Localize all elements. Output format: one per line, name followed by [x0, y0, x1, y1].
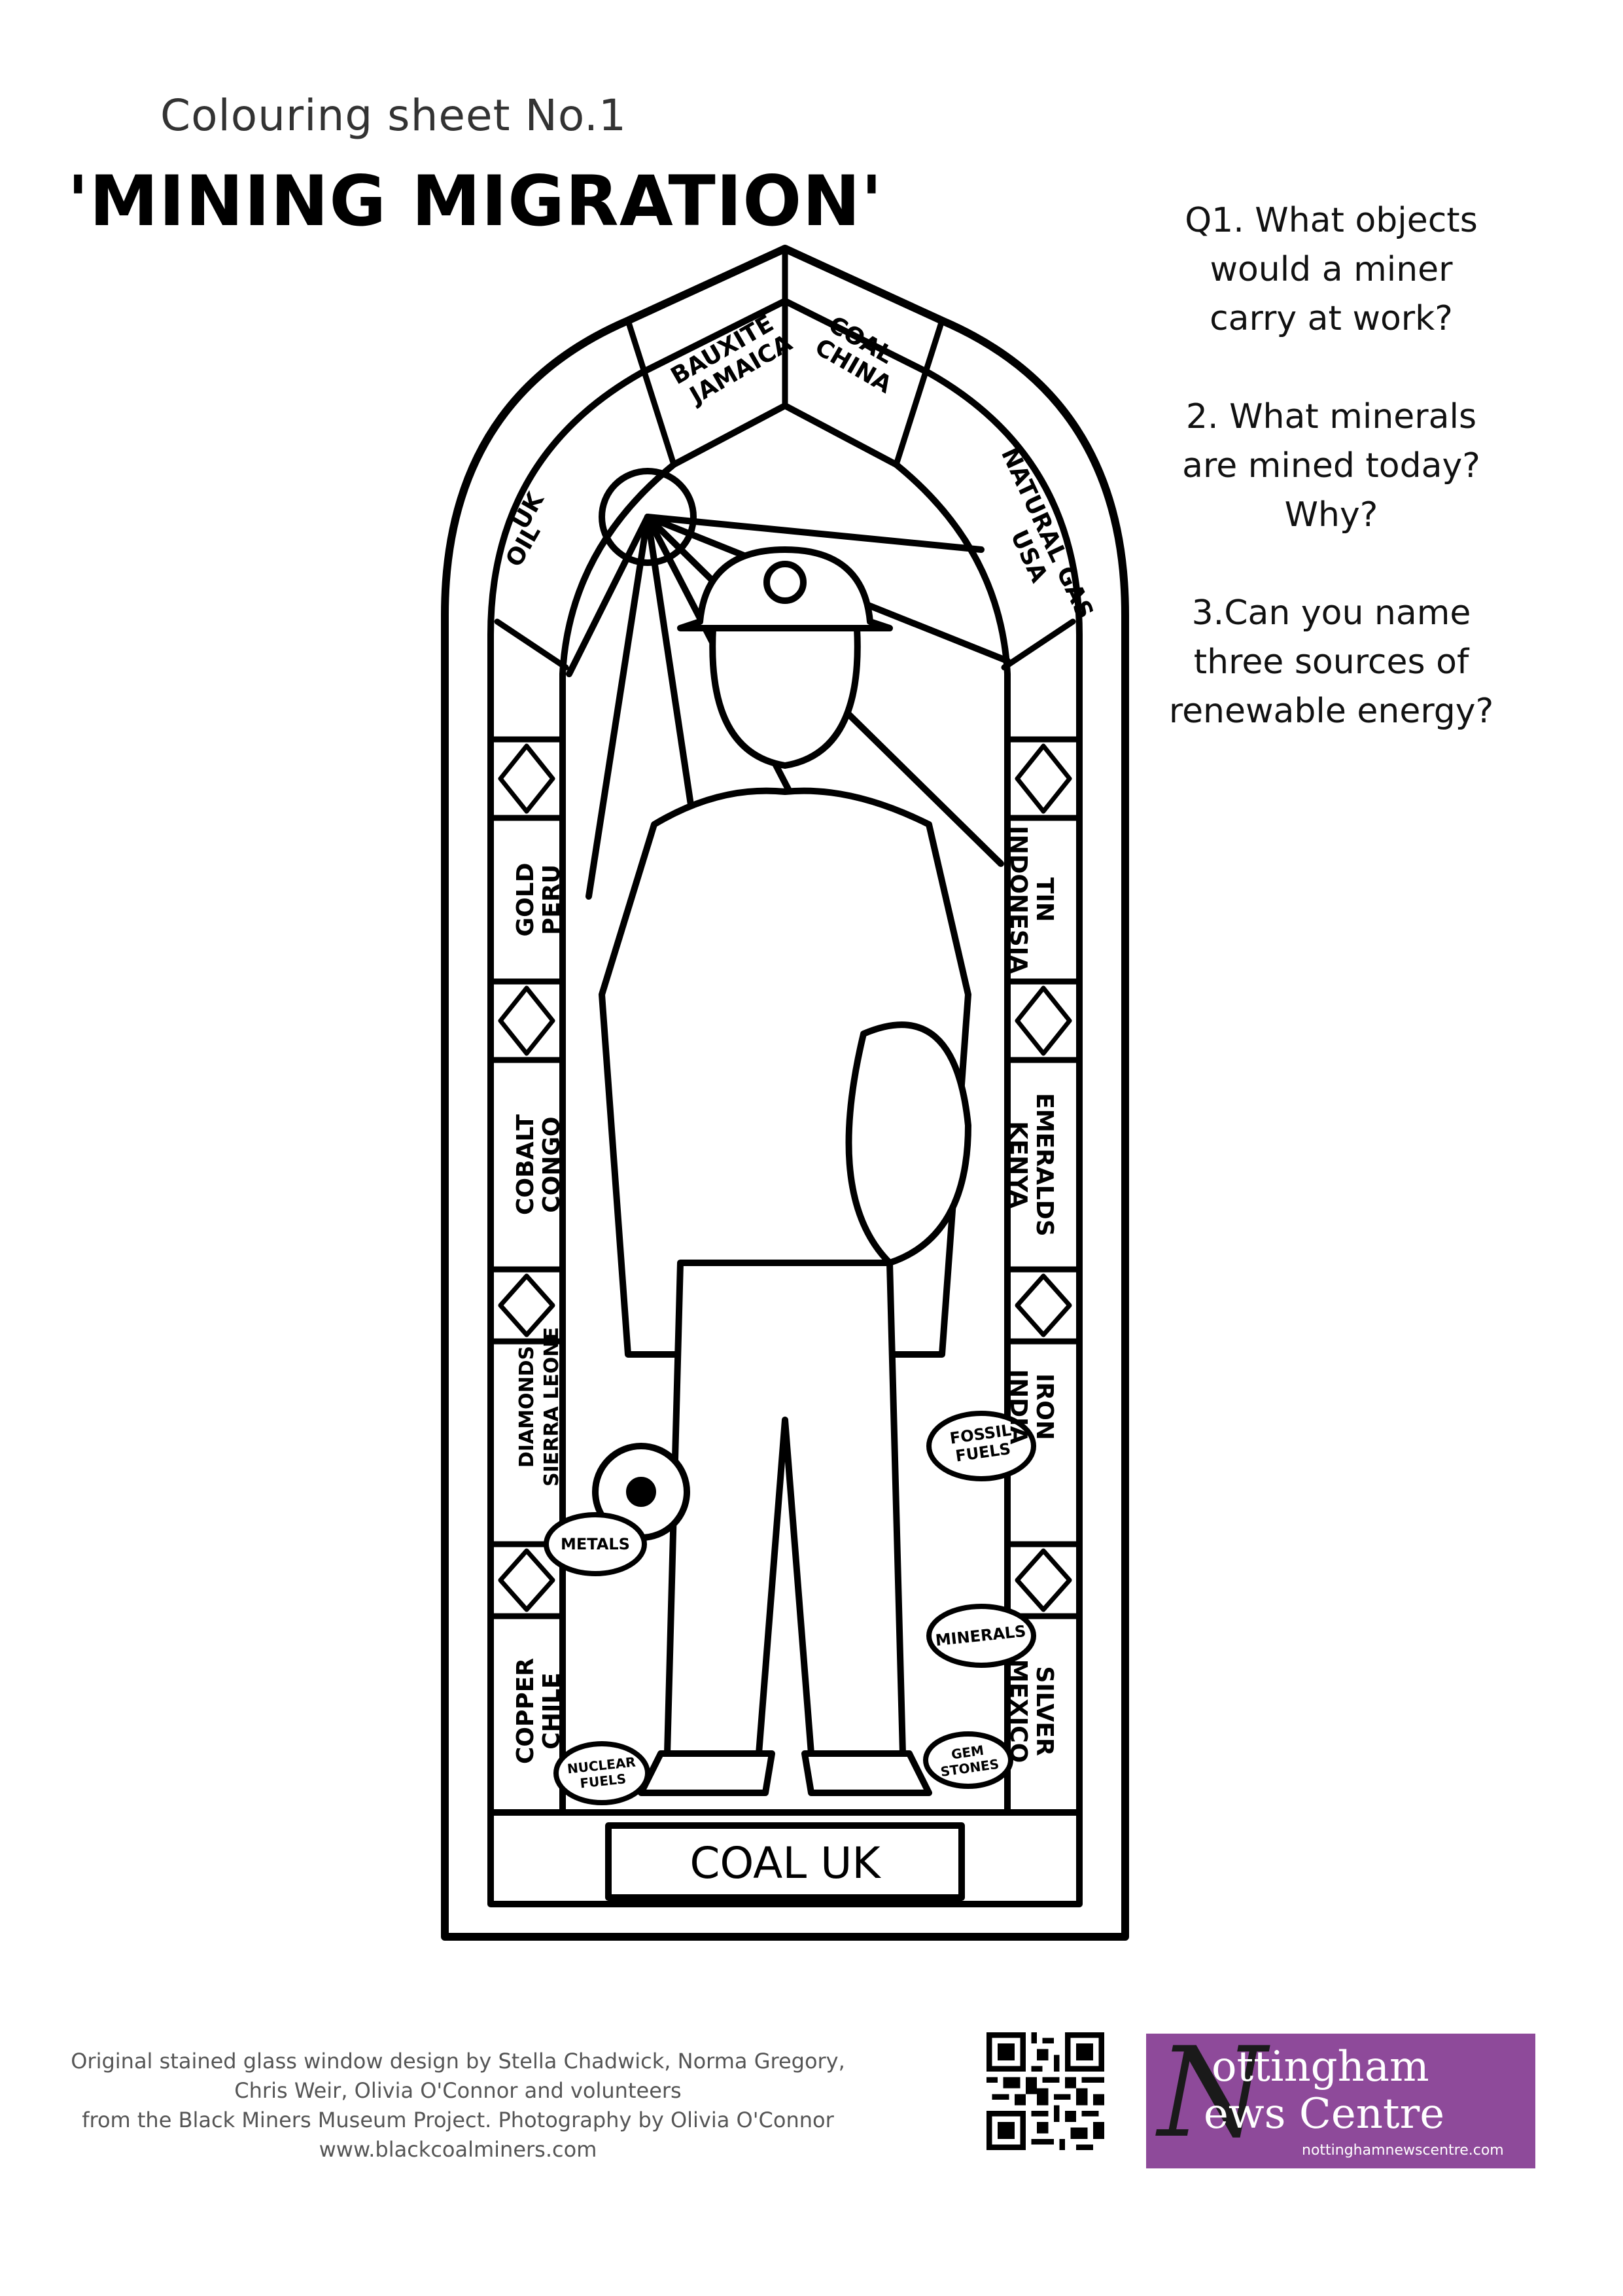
panel-tin-1: TIN: [1031, 877, 1058, 922]
credit-website[interactable]: www.blackcoalminers.com: [319, 2137, 597, 2162]
panel-silver-2: MEXICO: [1005, 1659, 1032, 1763]
credits: Original stained glass window design by …: [65, 2047, 850, 2164]
logo-line1: ottingham: [1212, 2043, 1429, 2091]
panel-cobalt-2: CONGO: [538, 1116, 565, 1212]
question-3: 3.Can you name three sources of renewabl…: [1138, 589, 1524, 736]
question-line: Why?: [1284, 495, 1378, 535]
svg-text:IRONINDIA: IRONINDIA: [1005, 1369, 1058, 1445]
panel-emeralds-1: EMERALDS: [1031, 1093, 1058, 1236]
credit-line: Chris Weir, Olivia O'Connor and voluntee…: [234, 2078, 682, 2103]
svg-text:SILVERMEXICO: SILVERMEXICO: [1005, 1659, 1058, 1763]
panel-emeralds-2: KENYA: [1005, 1121, 1032, 1208]
qr-code-icon[interactable]: [986, 2032, 1104, 2150]
svg-text:TININDONESIA: TININDONESIA: [1005, 826, 1058, 974]
panel-gold-2: PERU: [538, 864, 565, 935]
side-dividers: [487, 736, 1083, 1619]
question-line: are mined today?: [1182, 446, 1480, 486]
logo-initial: N: [1158, 2021, 1267, 2165]
question-2: 2. What minerals are mined today? Why?: [1138, 393, 1524, 540]
window-outer-frame: [441, 245, 1129, 1941]
arch-dividers: [494, 245, 1076, 671]
panel-silver-1: SILVER: [1031, 1666, 1058, 1756]
window-inner-frame: [487, 298, 1083, 1907]
credit-line: Original stained glass window design by …: [71, 2049, 845, 2074]
panel-gold-1: GOLD: [512, 863, 539, 937]
svg-text:COBALTCONGO: COBALTCONGO: [512, 1114, 565, 1215]
svg-text:COPPERCHILE: COPPERCHILE: [512, 1658, 565, 1764]
face: [709, 625, 861, 769]
question-line: 3.Can you name: [1191, 593, 1471, 633]
question-1: Q1. What objects would a miner carry at …: [1138, 196, 1524, 344]
panel-cobalt-1: COBALT: [512, 1114, 539, 1215]
coal-uk-plaque: [605, 1822, 965, 1901]
svg-text:EMERALDSKENYA: EMERALDSKENYA: [1005, 1093, 1058, 1236]
credit-line: from the Black Miners Museum Project. Ph…: [82, 2108, 834, 2132]
stained-glass-window: BAUXITEJAMAICA COALCHINA OILUK NATURAL G…: [441, 245, 1129, 1941]
svg-text:BAUXITEJAMAICA: BAUXITEJAMAICA: [667, 307, 797, 413]
logo-line2: ews Centre: [1204, 2090, 1445, 2138]
page-title: 'MINING MIGRATION': [67, 161, 883, 241]
svg-text:GOLDPERU: GOLDPERU: [512, 863, 565, 937]
panel-diamonds-2: SIERRA LEONE: [540, 1327, 563, 1487]
question-line: three sources of: [1193, 643, 1469, 682]
panel-diamonds-1: DIAMONDS: [515, 1346, 538, 1468]
seam-metals: METALS: [561, 1535, 630, 1553]
question-line: 2. What minerals: [1185, 397, 1477, 436]
question-line: renewable energy?: [1168, 692, 1494, 731]
panel-coal-uk: COAL UK: [689, 1838, 881, 1888]
miner-figure: [599, 546, 971, 1796]
sheet-number: Colouring sheet No.1: [160, 90, 627, 141]
boots: [638, 1750, 932, 1796]
question-line: carry at work?: [1210, 299, 1453, 338]
panel-copper-1: COPPER: [512, 1658, 539, 1764]
question-line: would a miner: [1210, 250, 1453, 289]
questions-block: Q1. What objects would a miner carry at …: [1138, 196, 1524, 785]
panel-iron-1: IRON: [1031, 1373, 1058, 1440]
panel-iron-2: INDIA: [1005, 1369, 1032, 1445]
nottingham-news-centre-logo[interactable]: N ottingham ews Centre nottinghamnewscen…: [1146, 2021, 1535, 2168]
connector-diamonds: [498, 743, 1072, 1612]
helmet-lamp: [763, 561, 807, 604]
trousers: [664, 1260, 906, 1757]
logo-url: nottinghamnewscentre.com: [1302, 2142, 1504, 2159]
panel-tin-2: INDONESIA: [1005, 826, 1032, 974]
panel-copper-2: CHILE: [538, 1672, 565, 1749]
question-line: Q1. What objects: [1185, 201, 1478, 240]
bag: [845, 1021, 971, 1266]
seam-ellipses: [544, 1411, 1036, 1805]
panel-natural-gas-1: NATURAL GAS: [996, 444, 1098, 623]
panel-oil-2: UK: [508, 487, 550, 534]
